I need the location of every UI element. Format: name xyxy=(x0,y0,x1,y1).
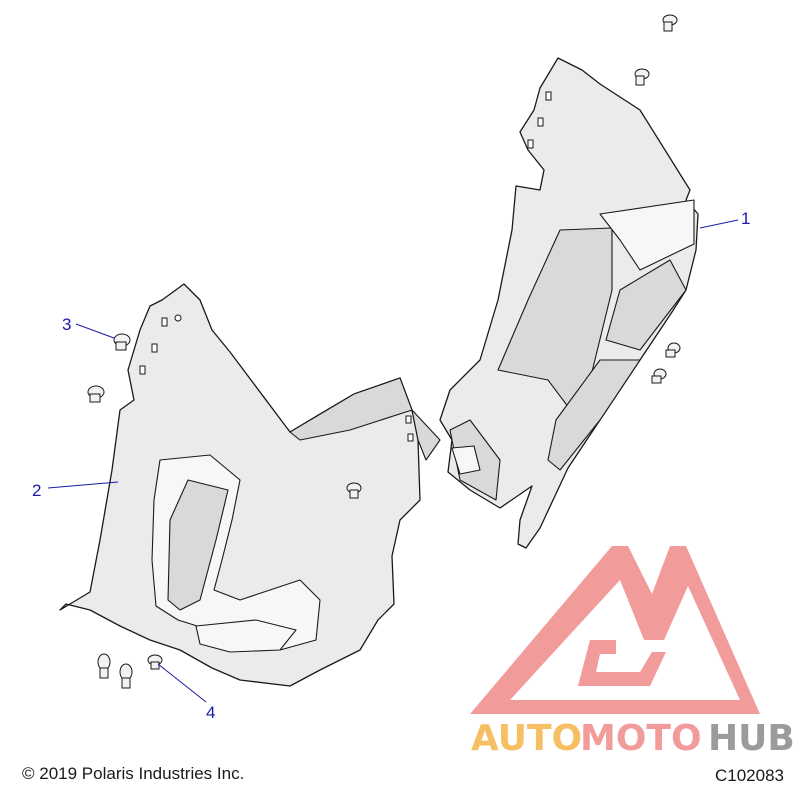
watermark-hub: HUB xyxy=(708,718,795,759)
push-rivet-fastener xyxy=(665,342,681,358)
logo-inner-g xyxy=(578,640,666,686)
callout-2-label: 2 xyxy=(32,481,41,500)
copyright-notice: © 2019 Polaris Industries Inc. xyxy=(22,764,245,783)
push-rivet-fastener xyxy=(634,68,650,86)
logo-mark xyxy=(470,546,760,714)
callout-4[interactable]: 4 xyxy=(157,663,215,722)
callout-3[interactable]: 3 xyxy=(62,315,115,339)
callout-4-label: 4 xyxy=(206,703,215,722)
callout-3-label: 3 xyxy=(62,315,71,334)
part-1-right-panel xyxy=(439,57,699,549)
fasteners xyxy=(87,14,681,689)
push-rivet-fastener-4 xyxy=(147,654,163,670)
push-rivet-fastener xyxy=(87,385,105,403)
push-rivet-fastener-3 xyxy=(113,333,131,351)
callout-1[interactable]: 1 xyxy=(699,209,750,229)
callout-2[interactable]: 2 xyxy=(32,481,119,500)
automotohub-watermark-logo: AUTO MOTO HUB xyxy=(470,546,795,759)
panel-screw xyxy=(346,482,362,499)
part-2-left-panel xyxy=(59,283,441,687)
watermark-moto: MOTO xyxy=(580,718,702,759)
watermark-auto: AUTO xyxy=(471,718,582,759)
push-rivet-fastener xyxy=(651,368,667,384)
push-rivet-fastener xyxy=(119,663,133,689)
push-rivet-fastener xyxy=(97,653,111,679)
diagram-code: C102083 xyxy=(714,766,784,785)
push-rivet-fastener xyxy=(662,14,678,32)
callout-1-label: 1 xyxy=(741,209,750,228)
